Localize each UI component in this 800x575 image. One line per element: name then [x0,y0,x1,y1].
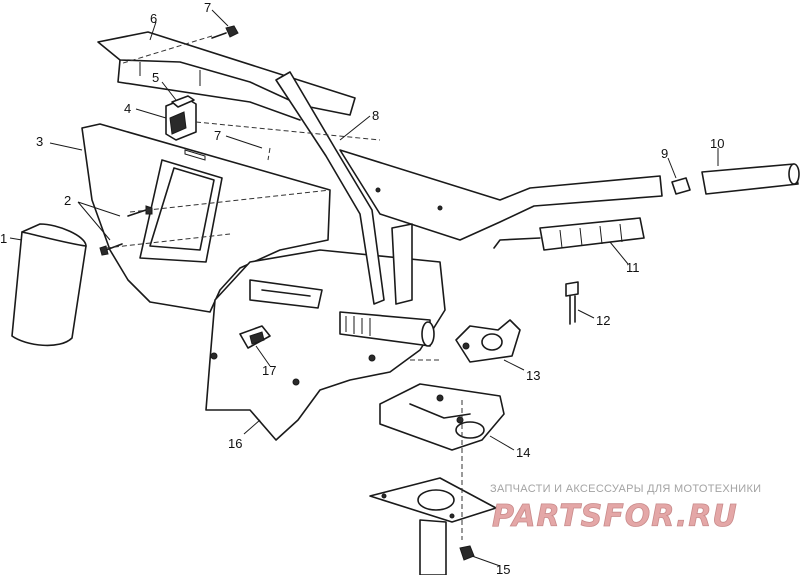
watermark: ЗАПЧАСТИ И АКСЕССУАРЫ ДЛЯ МОТОТЕХНИКИ PA… [490,483,761,534]
callout-13: 13 [526,368,540,383]
callout-1: 1 [0,231,7,246]
part-4-switch [165,95,197,141]
callout-2: 2 [64,193,71,208]
assembly-dashed-lines [105,35,463,540]
part-7-screw-top [211,25,239,39]
part-16-lower-fairing [205,249,446,441]
callout-16: 16 [228,436,242,451]
part-8-handlebar [275,71,663,362]
callout-9: 9 [661,146,668,161]
part-12-bolt [565,281,579,325]
part-6-top-cover [97,31,356,121]
callout-5: 5 [152,70,159,85]
part-13-upper-clamp [455,319,521,363]
callout-10: 10 [710,136,724,151]
callout-6: 6 [150,11,157,26]
callout-8: 8 [372,108,379,123]
part-2-screws [99,205,153,256]
callout-4: 4 [124,101,131,116]
callout-15: 15 [496,562,510,575]
callout-14: 14 [516,445,530,460]
callout-labels: 1 2 3 4 5 6 7 7 8 9 10 11 12 13 14 15 16… [0,0,724,575]
part-17-bracket [239,325,271,349]
callout-12: 12 [596,313,610,328]
part-15-nut [459,545,475,561]
callout-3: 3 [36,134,43,149]
part-11-left-grip [493,217,645,251]
callout-11: 11 [626,260,640,275]
part-9-bar-end [671,177,691,195]
watermark-brand: PARTSFOR.RU [492,499,738,534]
callout-7-top: 7 [204,0,211,15]
part-10-right-grip [701,163,800,195]
callout-7-middle: 7 [214,128,221,143]
part-14-lower-clamp [379,383,505,451]
part-1-lens [11,223,87,347]
callout-leaders [9,9,719,567]
watermark-tagline: ЗАПЧАСТИ И АКСЕССУАРЫ ДЛЯ МОТОТЕХНИКИ [490,483,761,495]
callout-17: 17 [262,363,276,378]
steering-mount-plate [369,477,497,575]
